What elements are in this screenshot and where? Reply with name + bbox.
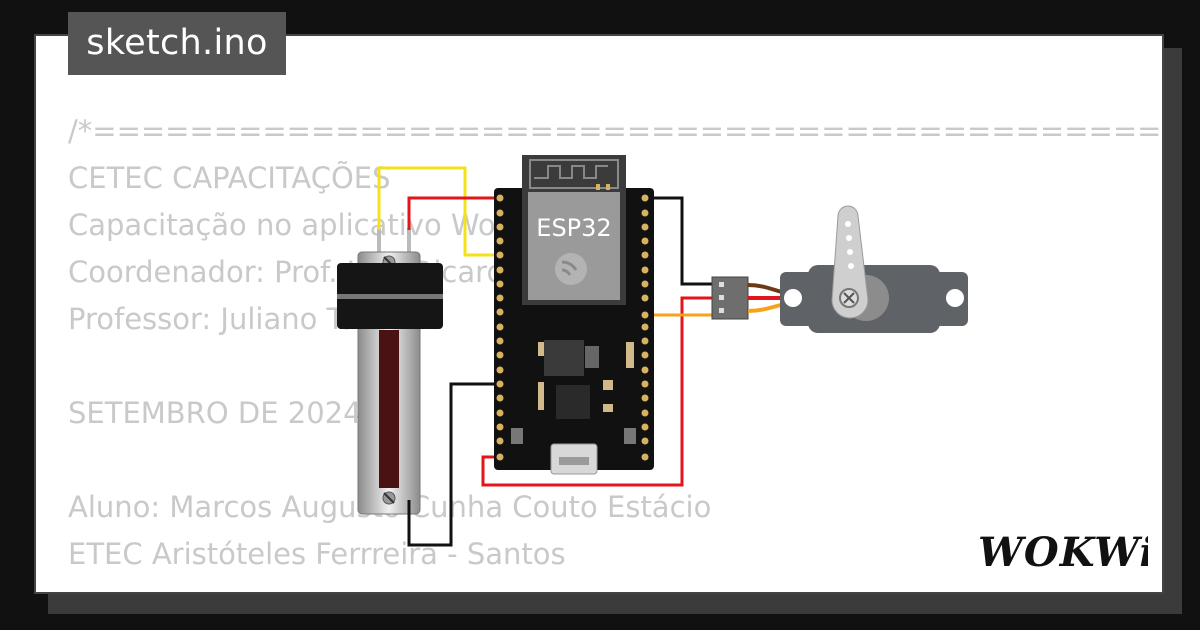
wire-yellow <box>377 166 500 257</box>
servo-connector <box>711 276 749 320</box>
esp32-board[interactable]: ESP32 <box>494 155 654 475</box>
wire-black-pot <box>407 382 500 547</box>
file-name-tab[interactable]: sketch.ino <box>68 12 286 75</box>
code-line: ETEC Aristóteles Ferrreira - Santos <box>68 537 566 571</box>
servo-motor[interactable] <box>711 205 968 333</box>
espressif-logo-icon <box>555 253 587 285</box>
code-line: SETEMBRO DE 2024 <box>68 396 362 430</box>
code-line: CETEC CAPACITAÇÕES <box>68 161 391 195</box>
wire-red-pot <box>407 196 500 230</box>
brand-text: WOKWi <box>978 529 1148 576</box>
wires <box>377 166 714 547</box>
en-button[interactable] <box>511 428 523 444</box>
wire-red-servo <box>481 296 714 487</box>
wokwi-logo: WOKWi <box>978 529 1148 576</box>
code-line: /*======================================… <box>68 114 1164 148</box>
slide-potentiometer[interactable] <box>337 228 443 515</box>
boot-button[interactable] <box>624 428 636 444</box>
servo-horn[interactable] <box>831 205 869 319</box>
wire-black-servo <box>645 196 714 286</box>
board-pins <box>496 194 649 461</box>
board-label: ESP32 <box>536 214 611 242</box>
code-line: Aluno: Marcos Augusto Cunha Couto Estáci… <box>68 490 712 524</box>
